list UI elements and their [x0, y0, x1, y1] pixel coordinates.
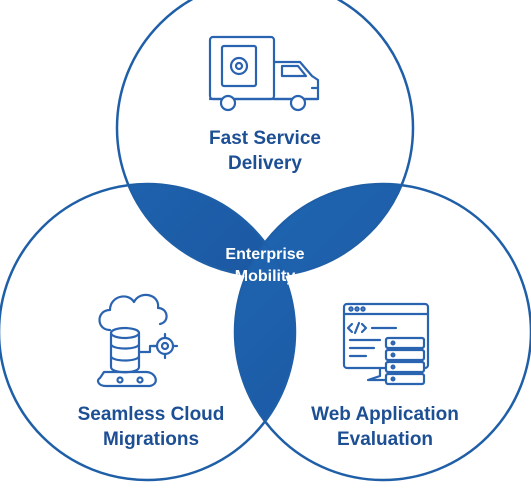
circle-top	[115, 0, 415, 278]
center-label-line2: Mobility	[235, 268, 296, 285]
center-label-line1: Enterprise	[225, 246, 304, 263]
right-label-line2: Evaluation	[337, 429, 433, 450]
cloud-database-icon	[96, 293, 179, 388]
web-code-server-icon	[342, 302, 430, 386]
left-label-line1: Seamless Cloud	[78, 404, 225, 425]
top-label-line2: Delivery	[228, 153, 302, 174]
right-label-line1: Web Application	[311, 404, 459, 425]
overlap-regions	[117, 184, 413, 480]
overlap-top-right	[235, 184, 413, 276]
circle-left	[0, 182, 297, 482]
circle-right	[233, 182, 531, 482]
overlap-top-left	[117, 184, 295, 276]
left-label-line2: Migrations	[103, 429, 199, 450]
delivery-truck-icon	[208, 35, 320, 112]
top-label-line1: Fast Service	[209, 128, 321, 149]
